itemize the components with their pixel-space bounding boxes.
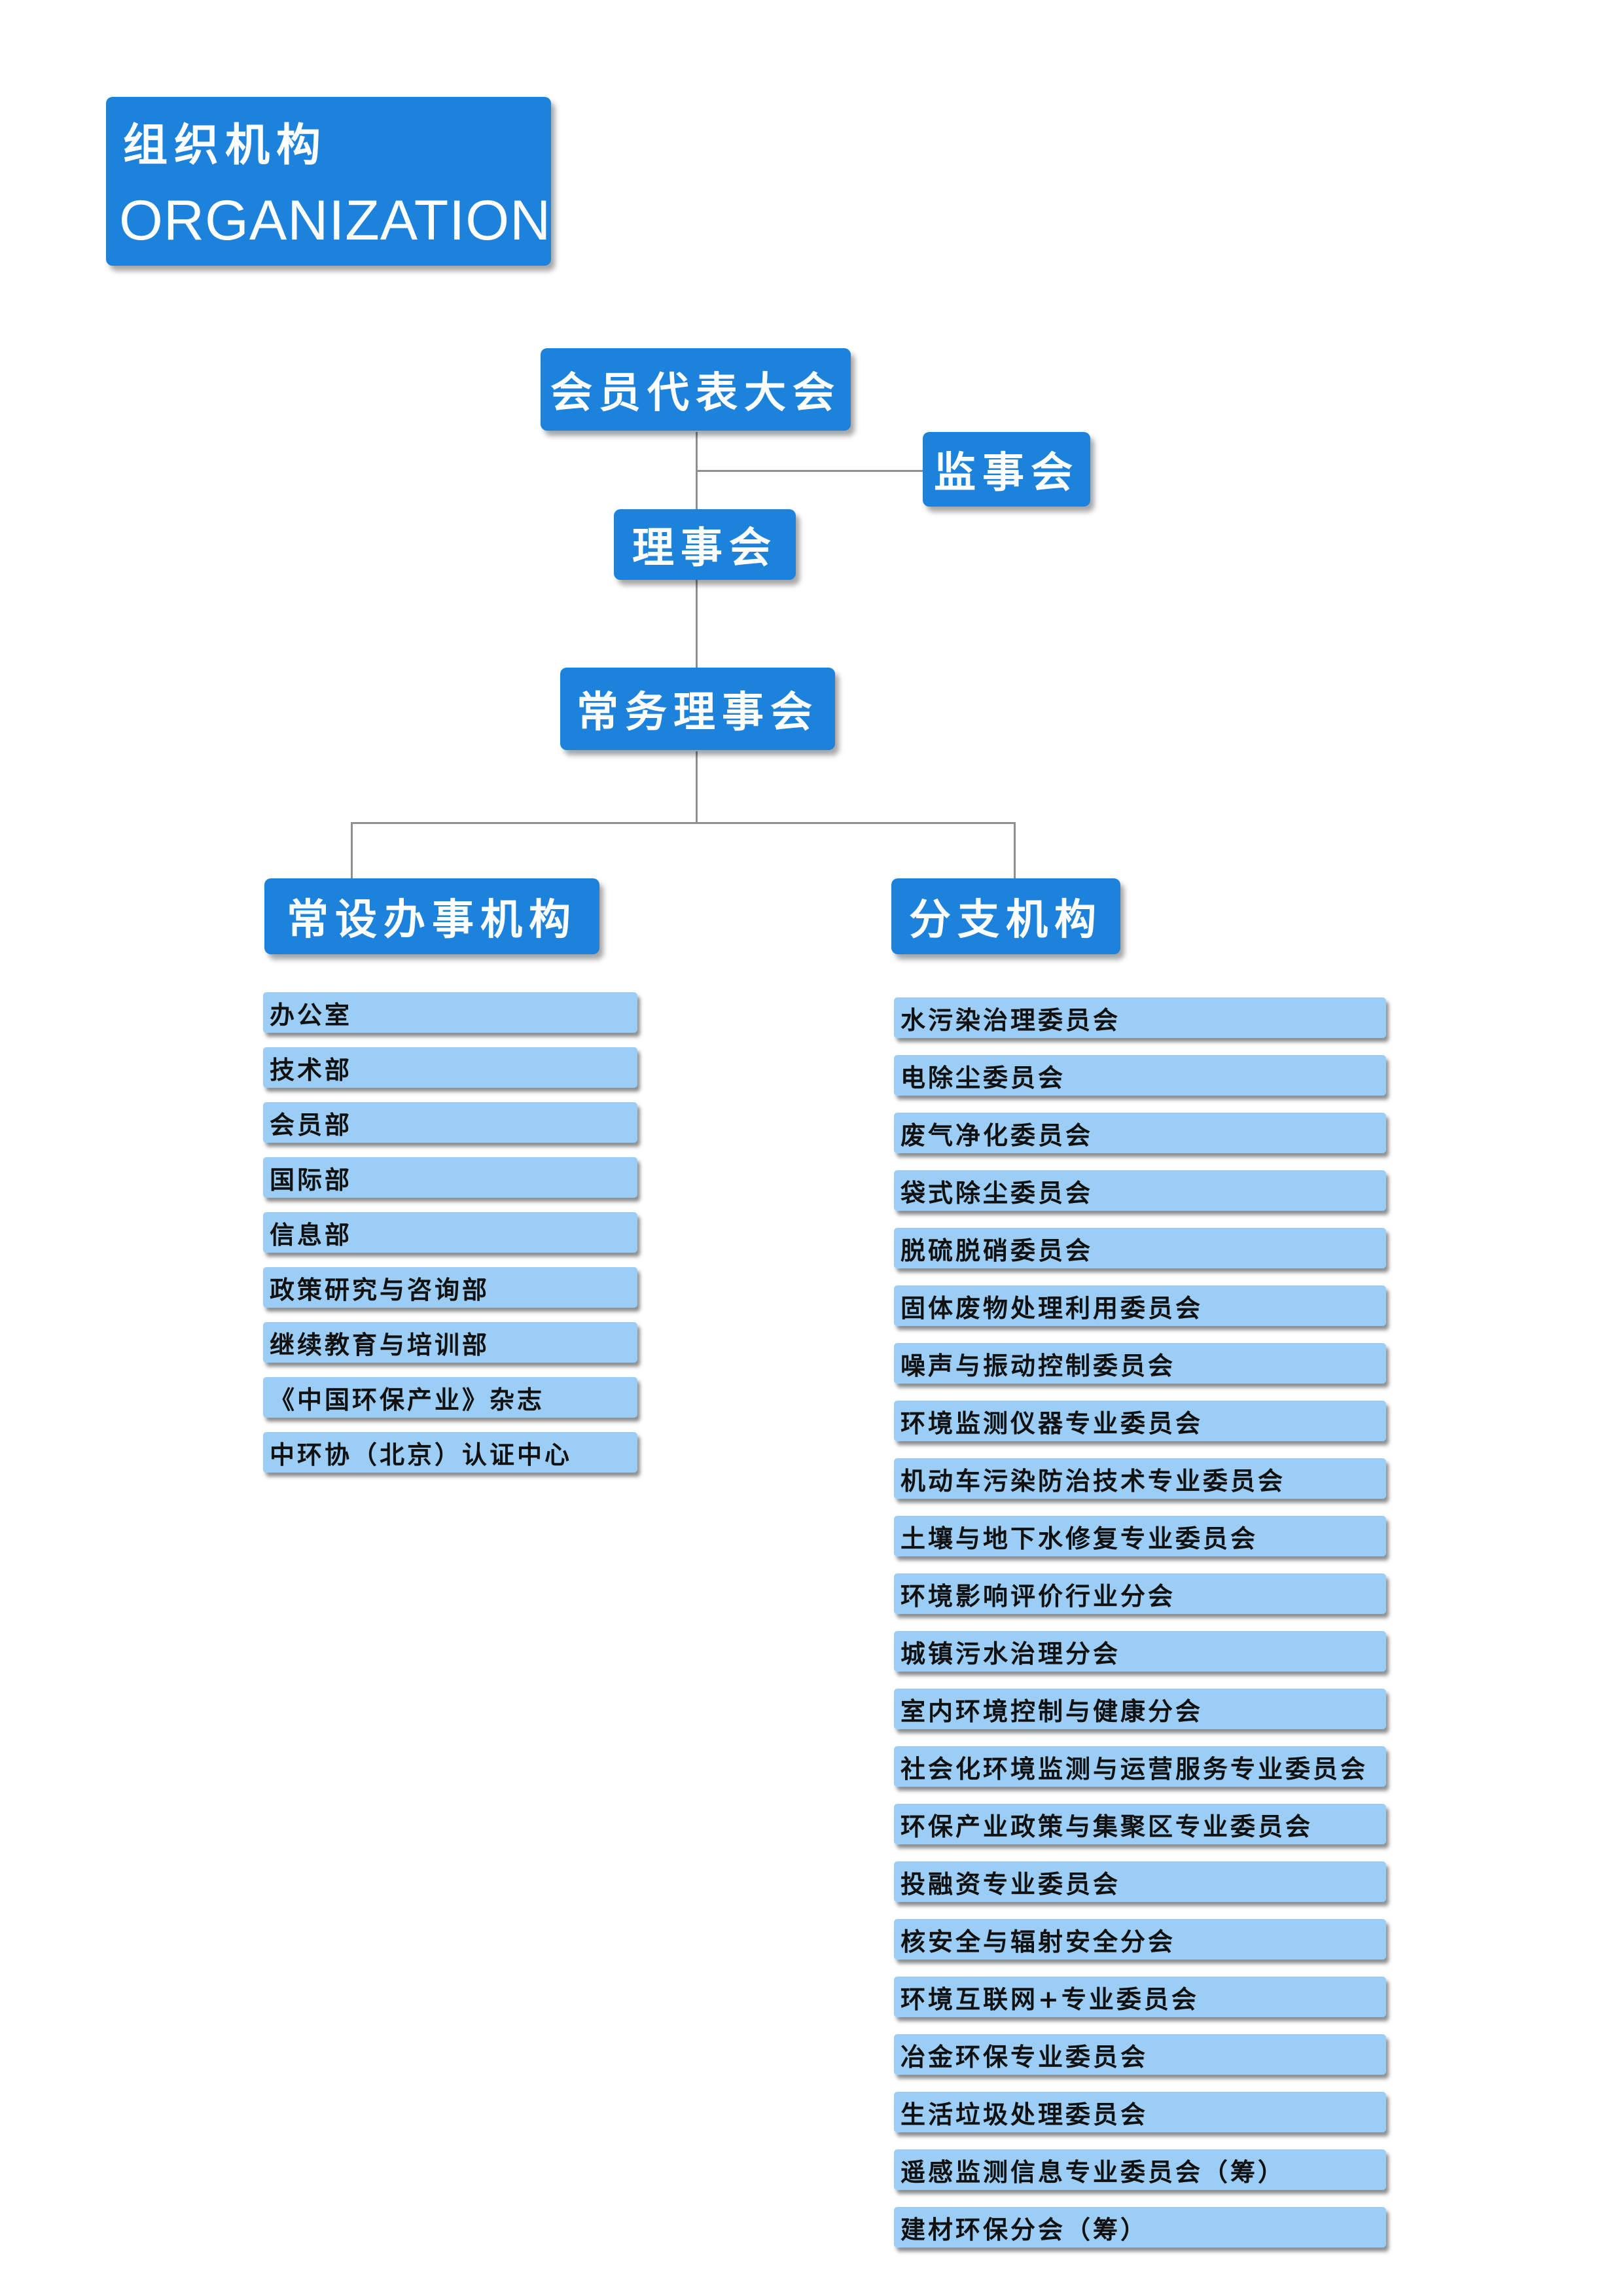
list-item: 《中国环保产业》杂志 xyxy=(263,1377,637,1418)
node-standing-council: 常务理事会 xyxy=(560,668,835,750)
list-item: 社会化环境监测与运营服务专业委员会 xyxy=(894,1746,1386,1787)
list-item: 脱硫脱硝委员会 xyxy=(894,1228,1386,1268)
node-branches: 分支机构 xyxy=(891,878,1120,954)
connector-to-supervisory xyxy=(696,470,925,472)
list-item: 生活垃圾处理委员会 xyxy=(894,2092,1386,2132)
list-item: 遥感监测信息专业委员会（筹） xyxy=(894,2149,1386,2190)
list-item: 噪声与振动控制委员会 xyxy=(894,1343,1386,1384)
node-supervisory-board: 监事会 xyxy=(923,432,1090,507)
connector-council-standing xyxy=(696,580,698,669)
list-item: 投融资专业委员会 xyxy=(894,1861,1386,1902)
list-item: 环境互联网+专业委员会 xyxy=(894,1977,1386,2017)
list-item: 信息部 xyxy=(263,1212,637,1253)
list-item: 会员部 xyxy=(263,1102,637,1143)
list-item: 水污染治理委员会 xyxy=(894,997,1386,1038)
list-item: 环保产业政策与集聚区专业委员会 xyxy=(894,1804,1386,1844)
list-item: 继续教育与培训部 xyxy=(263,1322,637,1363)
list-item: 核安全与辐射安全分会 xyxy=(894,1919,1386,1960)
node-congress: 会员代表大会 xyxy=(541,348,851,431)
list-item: 城镇污水治理分会 xyxy=(894,1631,1386,1672)
list-item: 土壤与地下水修复专业委员会 xyxy=(894,1516,1386,1556)
list-item: 废气净化委员会 xyxy=(894,1113,1386,1153)
list-item: 办公室 xyxy=(263,992,637,1033)
list-item: 固体废物处理利用委员会 xyxy=(894,1285,1386,1326)
list-item: 建材环保分会（筹） xyxy=(894,2207,1386,2248)
connector-horizontal-split xyxy=(351,822,1016,824)
connector-to-permanent-office xyxy=(351,822,353,878)
list-item: 环境监测仪器专业委员会 xyxy=(894,1401,1386,1441)
list-item: 中环协（北京）认证中心 xyxy=(263,1432,637,1473)
list-item: 机动车污染防治技术专业委员会 xyxy=(894,1458,1386,1499)
title-chinese: 组织机构 xyxy=(123,119,328,171)
title-english: ORGANIZATION xyxy=(119,189,552,252)
list-item: 电除尘委员会 xyxy=(894,1055,1386,1096)
connector-standing-down xyxy=(696,751,698,823)
list-item: 冶金环保专业委员会 xyxy=(894,2034,1386,2075)
list-item: 技术部 xyxy=(263,1047,637,1088)
node-council: 理事会 xyxy=(614,509,796,580)
list-item: 室内环境控制与健康分会 xyxy=(894,1689,1386,1729)
list-item: 环境影响评价行业分会 xyxy=(894,1573,1386,1614)
list-item: 政策研究与咨询部 xyxy=(263,1267,637,1308)
list-item: 袋式除尘委员会 xyxy=(894,1170,1386,1211)
node-permanent-office: 常设办事机构 xyxy=(264,878,599,954)
connector-to-branches xyxy=(1014,822,1016,878)
list-item: 国际部 xyxy=(263,1157,637,1198)
title-box: 组织机构 ORGANIZATION xyxy=(106,97,551,266)
